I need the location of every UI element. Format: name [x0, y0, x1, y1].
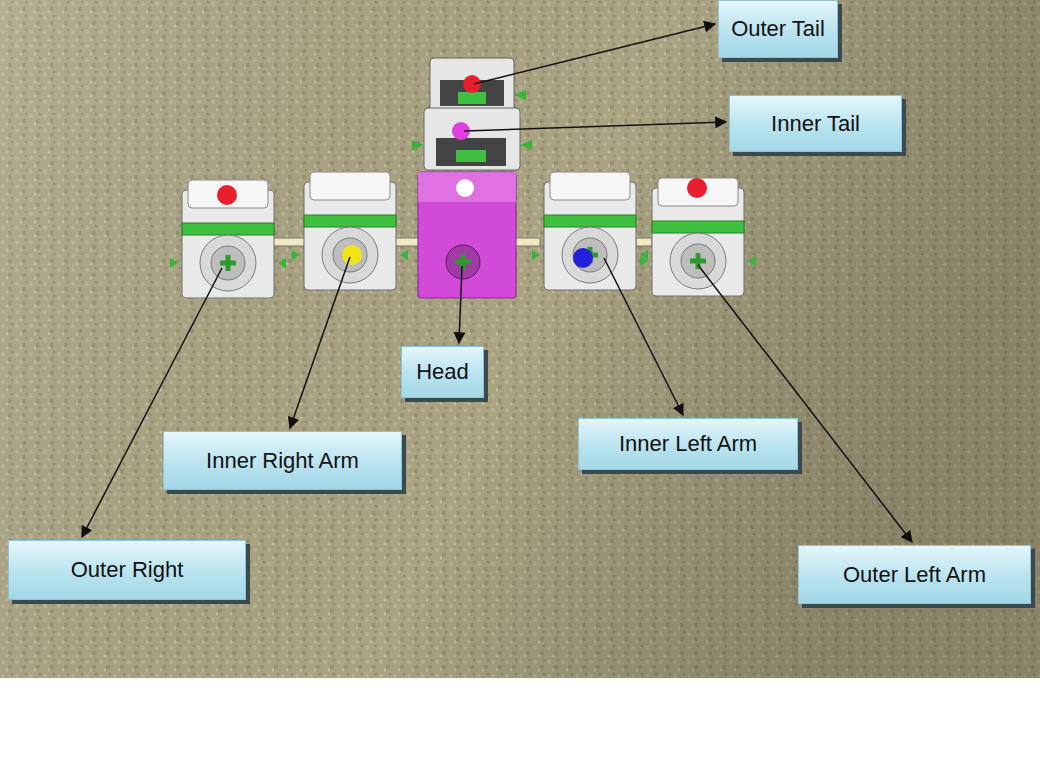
callout-box: Inner Left Arm — [578, 418, 798, 470]
callout-box: Outer Tail — [718, 0, 838, 58]
leader-line — [464, 122, 726, 131]
callout-label: Outer Left Arm — [843, 562, 986, 588]
leader-line — [604, 258, 683, 415]
callout-label: Head — [416, 359, 469, 385]
callout-box: Inner Tail — [729, 95, 902, 152]
leader-line — [82, 268, 222, 537]
callout-box: Outer Right — [8, 540, 246, 600]
leader-line — [290, 257, 350, 428]
callout-label: Inner Left Arm — [619, 431, 757, 457]
leader-line — [474, 24, 715, 84]
callout-label: Outer Right — [71, 557, 184, 583]
leader-line — [459, 266, 462, 343]
callout-box: Inner Right Arm — [163, 431, 402, 490]
callout-label: Inner Right Arm — [206, 448, 359, 474]
callout-label: Outer Tail — [731, 16, 825, 42]
callout-label: Inner Tail — [771, 111, 860, 137]
callout-box: Outer Left Arm — [798, 545, 1031, 604]
leader-line — [698, 265, 912, 542]
callout-box: Head — [401, 346, 484, 398]
